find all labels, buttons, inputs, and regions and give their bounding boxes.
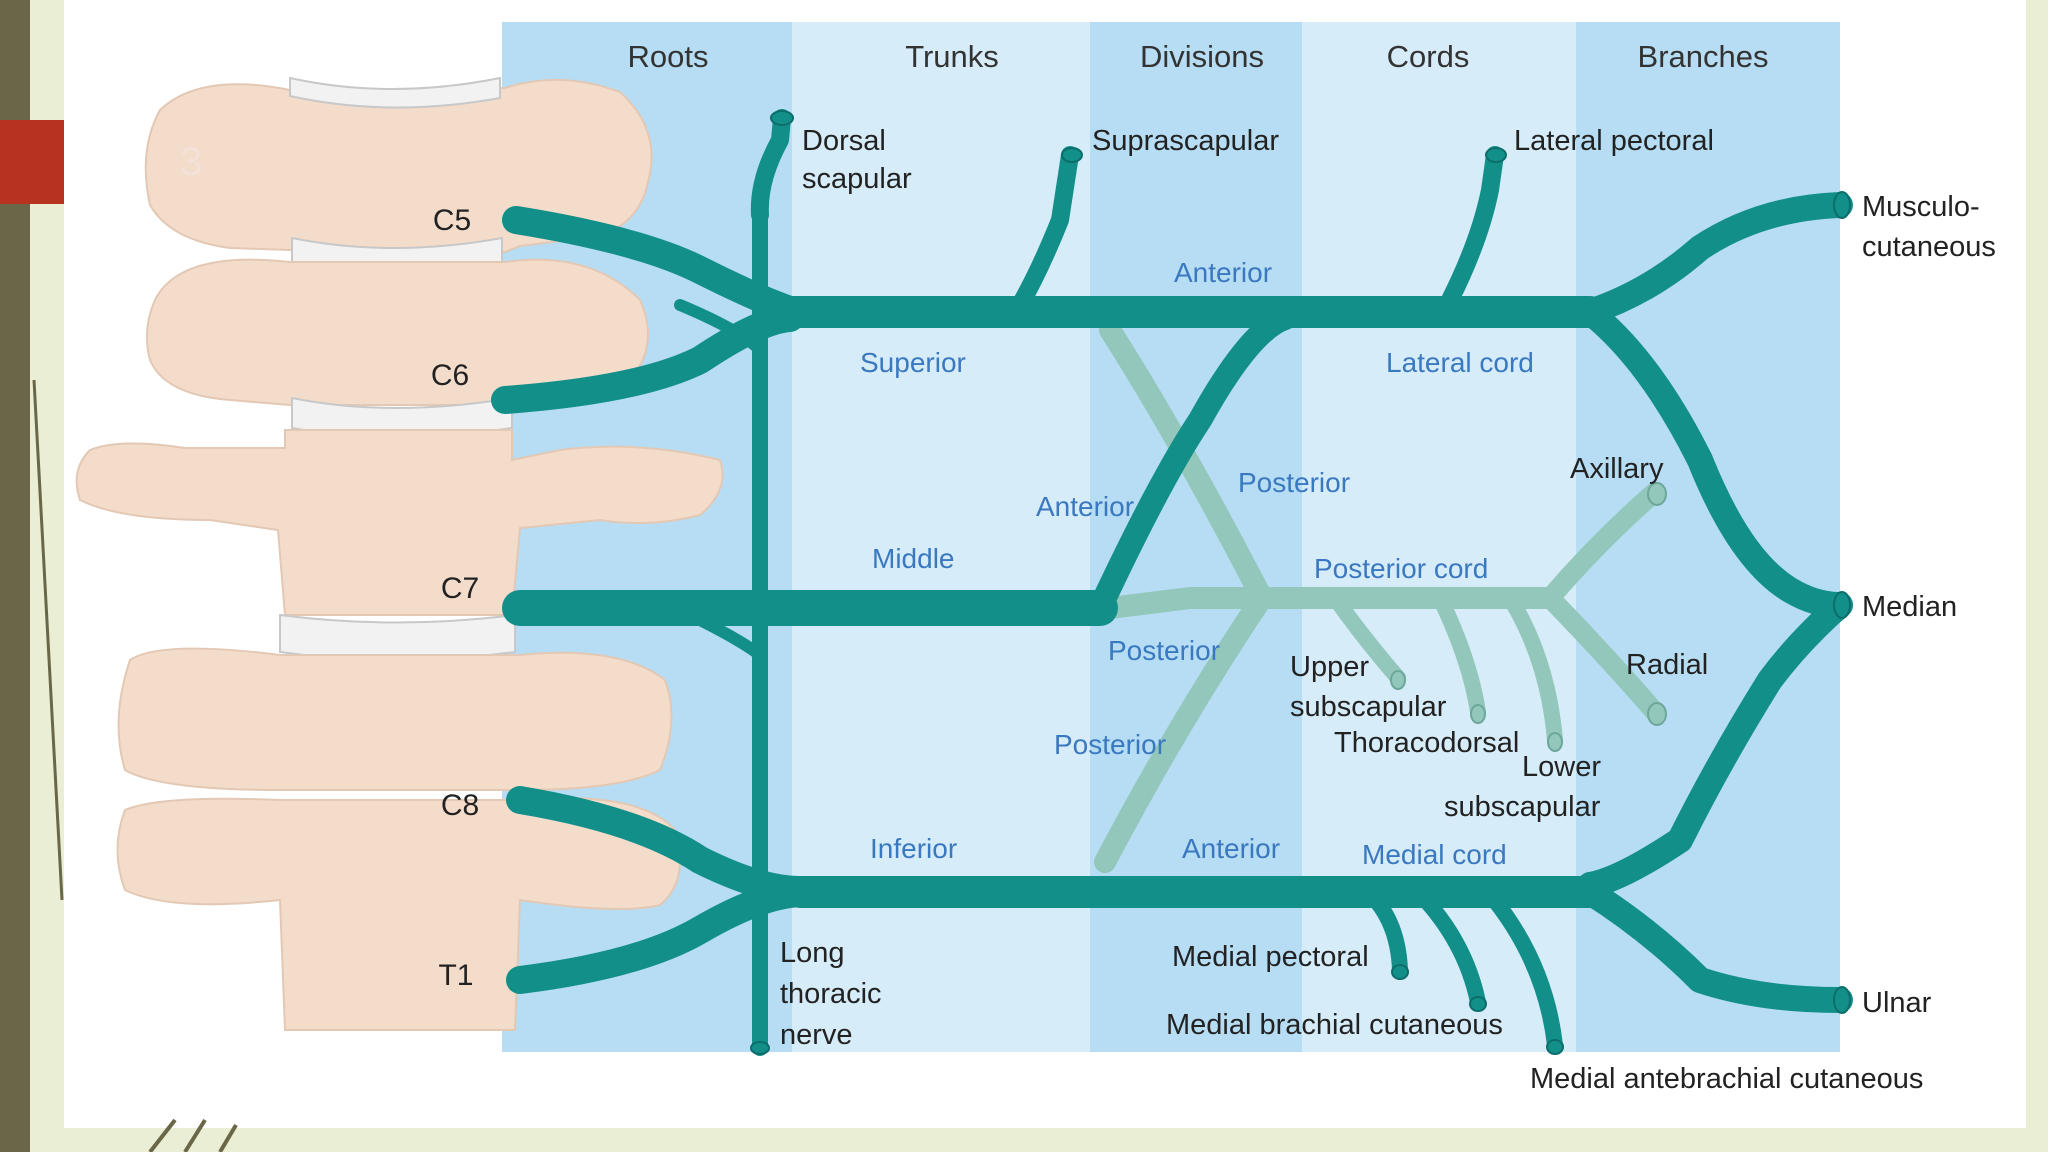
label-radial: Radial <box>1626 649 1708 681</box>
header-branches: Branches <box>1638 39 1769 74</box>
header-divisions: Divisions <box>1140 39 1264 74</box>
long-thoracic-root-c7 <box>694 614 766 661</box>
label-superior: Superior <box>860 347 966 378</box>
medial-root-median <box>1577 592 1853 898</box>
label-musculocutaneous-2: cutaneous <box>1862 231 1996 263</box>
label-upper-subscapular-1: Upper <box>1290 651 1369 683</box>
lateral-root-median <box>1577 299 1853 618</box>
label-medial-cord: Medial cord <box>1362 839 1507 870</box>
radial-nerve <box>1540 588 1665 722</box>
vertebra-c8 <box>117 647 673 791</box>
column-headers: Roots Trunks Divisions Cords Branches <box>628 39 1769 74</box>
label-c7: C7 <box>441 572 479 605</box>
label-ulnar: Ulnar <box>1862 987 1932 1019</box>
label-axillary: Axillary <box>1570 453 1664 485</box>
anterior-division-middle <box>1088 306 1297 620</box>
posterior-cord-path <box>1099 587 1561 619</box>
medial-pectoral-nerve <box>1360 884 1408 978</box>
suprascapular-nerve <box>1011 146 1079 314</box>
label-t1: T1 <box>438 959 473 992</box>
label-long-thoracic-1: Long <box>780 937 845 969</box>
label-upper-subscapular-2: subscapular <box>1290 691 1447 723</box>
axillary-nerve <box>1540 482 1665 608</box>
decor-lines-bottom <box>148 1118 238 1152</box>
nerve-ends <box>750 110 1851 1055</box>
label-long-thoracic-2: thoracic <box>780 978 882 1010</box>
vertebra-c7 <box>75 429 724 616</box>
posterior-nerve-ends <box>1390 482 1667 752</box>
slide-number: 3 <box>180 140 203 184</box>
label-suprascapular: Suprascapular <box>1092 125 1279 157</box>
label-median: Median <box>1862 591 1957 623</box>
label-medial-pectoral: Medial pectoral <box>1172 941 1369 973</box>
lower-subscapular-nerve <box>1502 590 1563 748</box>
slide-number-tab <box>0 120 64 204</box>
label-posterior-cord: Posterior cord <box>1314 553 1488 584</box>
label-c5: C5 <box>433 204 471 237</box>
header-cords: Cords <box>1387 39 1470 74</box>
label-posterior-mid: Posterior <box>1108 635 1220 666</box>
label-posterior-low: Posterior <box>1054 729 1166 760</box>
vertebra-t1 <box>116 797 681 1031</box>
label-c6: C6 <box>431 359 469 392</box>
label-lower-subscapular-1: Lower <box>1522 751 1601 783</box>
label-thoracodorsal: Thoracodorsal <box>1334 727 1519 759</box>
ulnar-nerve <box>1577 879 1853 1013</box>
label-posterior-top: Posterior <box>1238 467 1350 498</box>
dorsal-scapular-nerve <box>750 109 791 224</box>
label-inferior: Inferior <box>870 833 957 864</box>
label-dorsal-scapular-2: scapular <box>802 163 912 195</box>
label-lower-subscapular-2: subscapular <box>1444 791 1601 823</box>
label-dorsal-scapular-1: Dorsal <box>802 125 886 157</box>
thoracodorsal-nerve <box>1432 590 1486 720</box>
medial-brachial-cutaneous-nerve <box>1410 884 1486 1010</box>
root-t1 <box>506 879 814 994</box>
lateral-pectoral-nerve <box>1441 146 1504 309</box>
label-medial-brachial-cutaneous: Medial brachial cutaneous <box>1166 1009 1503 1041</box>
main-nerves <box>491 109 1853 1056</box>
label-lateral-cord: Lateral cord <box>1386 347 1534 378</box>
disc-c7-c8 <box>279 613 516 661</box>
upper-subscapular-nerve <box>1327 590 1406 686</box>
segment-labels: Superior Middle Inferior Anterior Anteri… <box>860 257 1534 870</box>
musculocutaneous-nerve <box>1577 192 1853 325</box>
label-anterior-bottom: Anterior <box>1182 833 1280 864</box>
label-musculocutaneous-1: Musculo- <box>1862 191 1980 223</box>
label-anterior-mid: Anterior <box>1036 491 1134 522</box>
header-roots: Roots <box>628 39 709 74</box>
decor-line <box>32 379 64 901</box>
long-thoracic-root-c5-c6 <box>674 299 766 356</box>
posterior-division-lower <box>1094 587 1273 873</box>
label-medial-antebrachial-cutaneous: Medial antebrachial cutaneous <box>1530 1063 1923 1095</box>
medial-antebrachial-cutaneous-nerve <box>1480 884 1563 1053</box>
label-long-thoracic-3: nerve <box>780 1019 853 1051</box>
branch-labels: Dorsal scapular Suprascapular Lateral pe… <box>780 125 1996 1095</box>
label-anterior-top: Anterior <box>1174 257 1272 288</box>
header-trunks: Trunks <box>905 39 999 74</box>
label-lateral-pectoral: Lateral pectoral <box>1514 125 1714 157</box>
label-c8: C8 <box>441 789 479 822</box>
label-middle: Middle <box>872 543 954 574</box>
